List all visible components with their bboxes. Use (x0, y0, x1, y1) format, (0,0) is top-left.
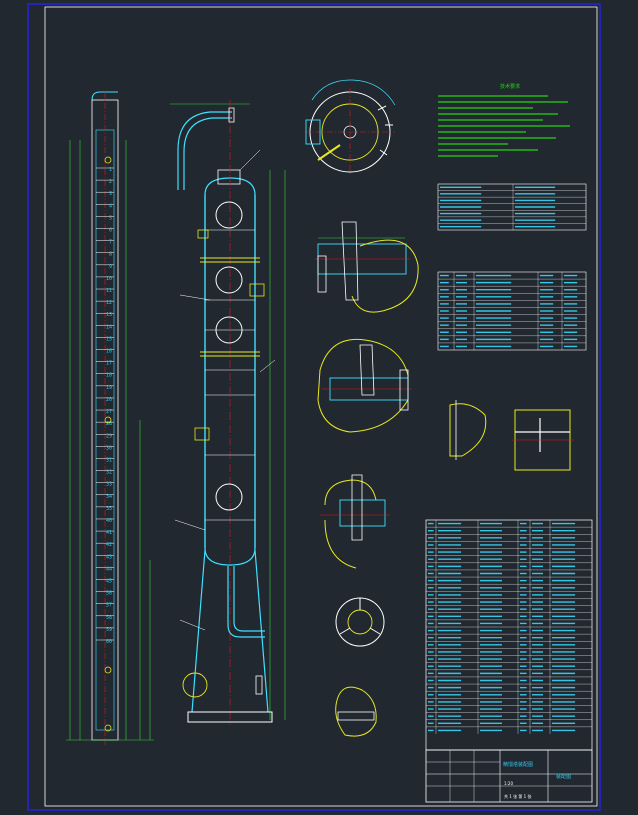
tray-number: 12 (106, 300, 112, 306)
tray-number: 56 (106, 591, 112, 597)
tray-number: 32 (106, 470, 112, 476)
tray-number: 1 (109, 167, 112, 173)
nozzle-table (437, 271, 587, 351)
tray-number: 43 (106, 554, 112, 560)
tray-number: 13 (106, 312, 112, 318)
title-text: 精馏塔装配图 (503, 761, 533, 768)
technical-notes: 技术要求 (438, 83, 570, 157)
tray-number: 3 (109, 191, 112, 197)
tray-number: 27 (106, 409, 112, 415)
tray-number: 10 (106, 276, 112, 282)
tray-number: 30 (106, 445, 112, 451)
tray-number: 29 (106, 433, 112, 439)
tray-number: 58 (106, 615, 112, 621)
inner-frame (44, 6, 598, 807)
tray-number: 9 (109, 264, 112, 270)
tray-number: 6 (109, 228, 112, 234)
tray-number: 41 (106, 530, 112, 536)
detail-views (305, 79, 574, 737)
tray-number: 42 (106, 542, 112, 548)
tray-number: 44 (106, 566, 112, 572)
tray-number: 45 (106, 578, 112, 584)
parts-list-table (425, 519, 593, 751)
tray-number: 31 (106, 457, 112, 463)
column-assembly-view (170, 100, 286, 725)
tray-number: 33 (106, 482, 112, 488)
tray-number: 59 (106, 627, 112, 633)
tray-number: 7 (109, 240, 112, 246)
tray-number: 15 (106, 336, 112, 342)
tray-number: 57 (106, 603, 112, 609)
outer-frame (27, 3, 601, 811)
tray-number: 34 (106, 494, 112, 500)
tray-number: 35 (106, 506, 112, 512)
title-block: 精馏塔装配图 装配图 1:20 共 1 张 第 1 张 (425, 749, 593, 803)
tray-number: 8 (109, 252, 112, 258)
tray-number: 2 (109, 179, 112, 185)
scale-text: 1:20 (504, 781, 513, 786)
tray-number: 40 (106, 518, 112, 524)
tray-number: 20 (106, 397, 112, 403)
tray-number: 16 (106, 349, 112, 355)
tray-number: 28 (106, 421, 112, 427)
tray-number: 14 (106, 324, 112, 330)
tray-number: 18 (106, 373, 112, 379)
tray-number: 5 (109, 215, 112, 221)
notes-title: 技术要求 (500, 83, 520, 90)
tray-number: 60 (106, 639, 112, 645)
sheet-text: 共 1 张 第 1 张 (504, 793, 531, 799)
tray-number: 4 (109, 203, 112, 209)
design-data-table (437, 183, 587, 231)
tray-number: 17 (106, 361, 112, 367)
tray-layout-column: 1234567891011121314151617181920272829303… (66, 91, 154, 745)
tray-number: 19 (106, 385, 112, 391)
drawing-number: 装配图 (556, 773, 571, 780)
tray-number: 11 (106, 288, 112, 294)
